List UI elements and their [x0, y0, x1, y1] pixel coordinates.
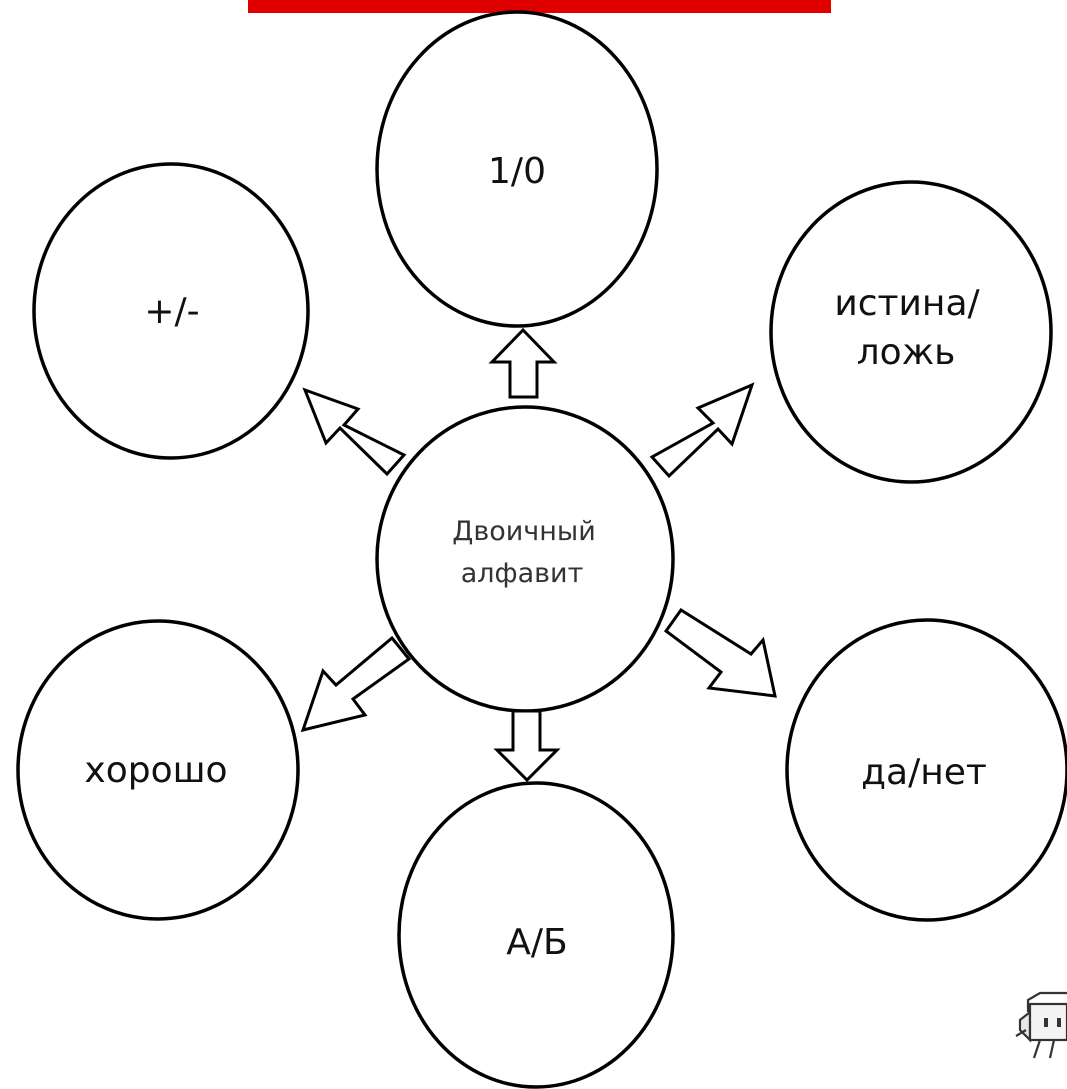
robot-mascot-icon	[1015, 991, 1067, 1059]
arrows	[300, 327, 777, 783]
arrow-up	[488, 327, 558, 399]
node-bottom-circle	[397, 781, 675, 1089]
node-lower-right-circle	[785, 618, 1067, 922]
arrow-lower-left	[300, 635, 412, 733]
node-lower-left-label: хорошо	[84, 750, 227, 791]
center-label-line2: алфавит	[461, 558, 584, 589]
node-top-circle	[375, 10, 659, 328]
node-upper-right-label-line2: ложь	[857, 332, 956, 373]
node-upper-left-label: +/-	[144, 291, 199, 332]
node-upper-right-circle	[769, 180, 1053, 484]
node-upper-left-circle	[32, 162, 310, 460]
center-label-line1: Двоичный	[452, 516, 596, 547]
node-bottom-label: А/Б	[506, 922, 567, 963]
arrow-lower-right	[663, 607, 777, 698]
node-top-label: 1/0	[488, 151, 546, 192]
arrow-down	[493, 709, 561, 783]
arrow-upper-right	[649, 382, 755, 479]
arrow-upper-left	[302, 387, 407, 477]
node-lower-left-circle	[16, 619, 300, 921]
header-bar	[248, 0, 831, 13]
node-upper-right-label-line1: истина/	[834, 283, 980, 324]
node-lower-right-label: да/нет	[861, 752, 987, 793]
